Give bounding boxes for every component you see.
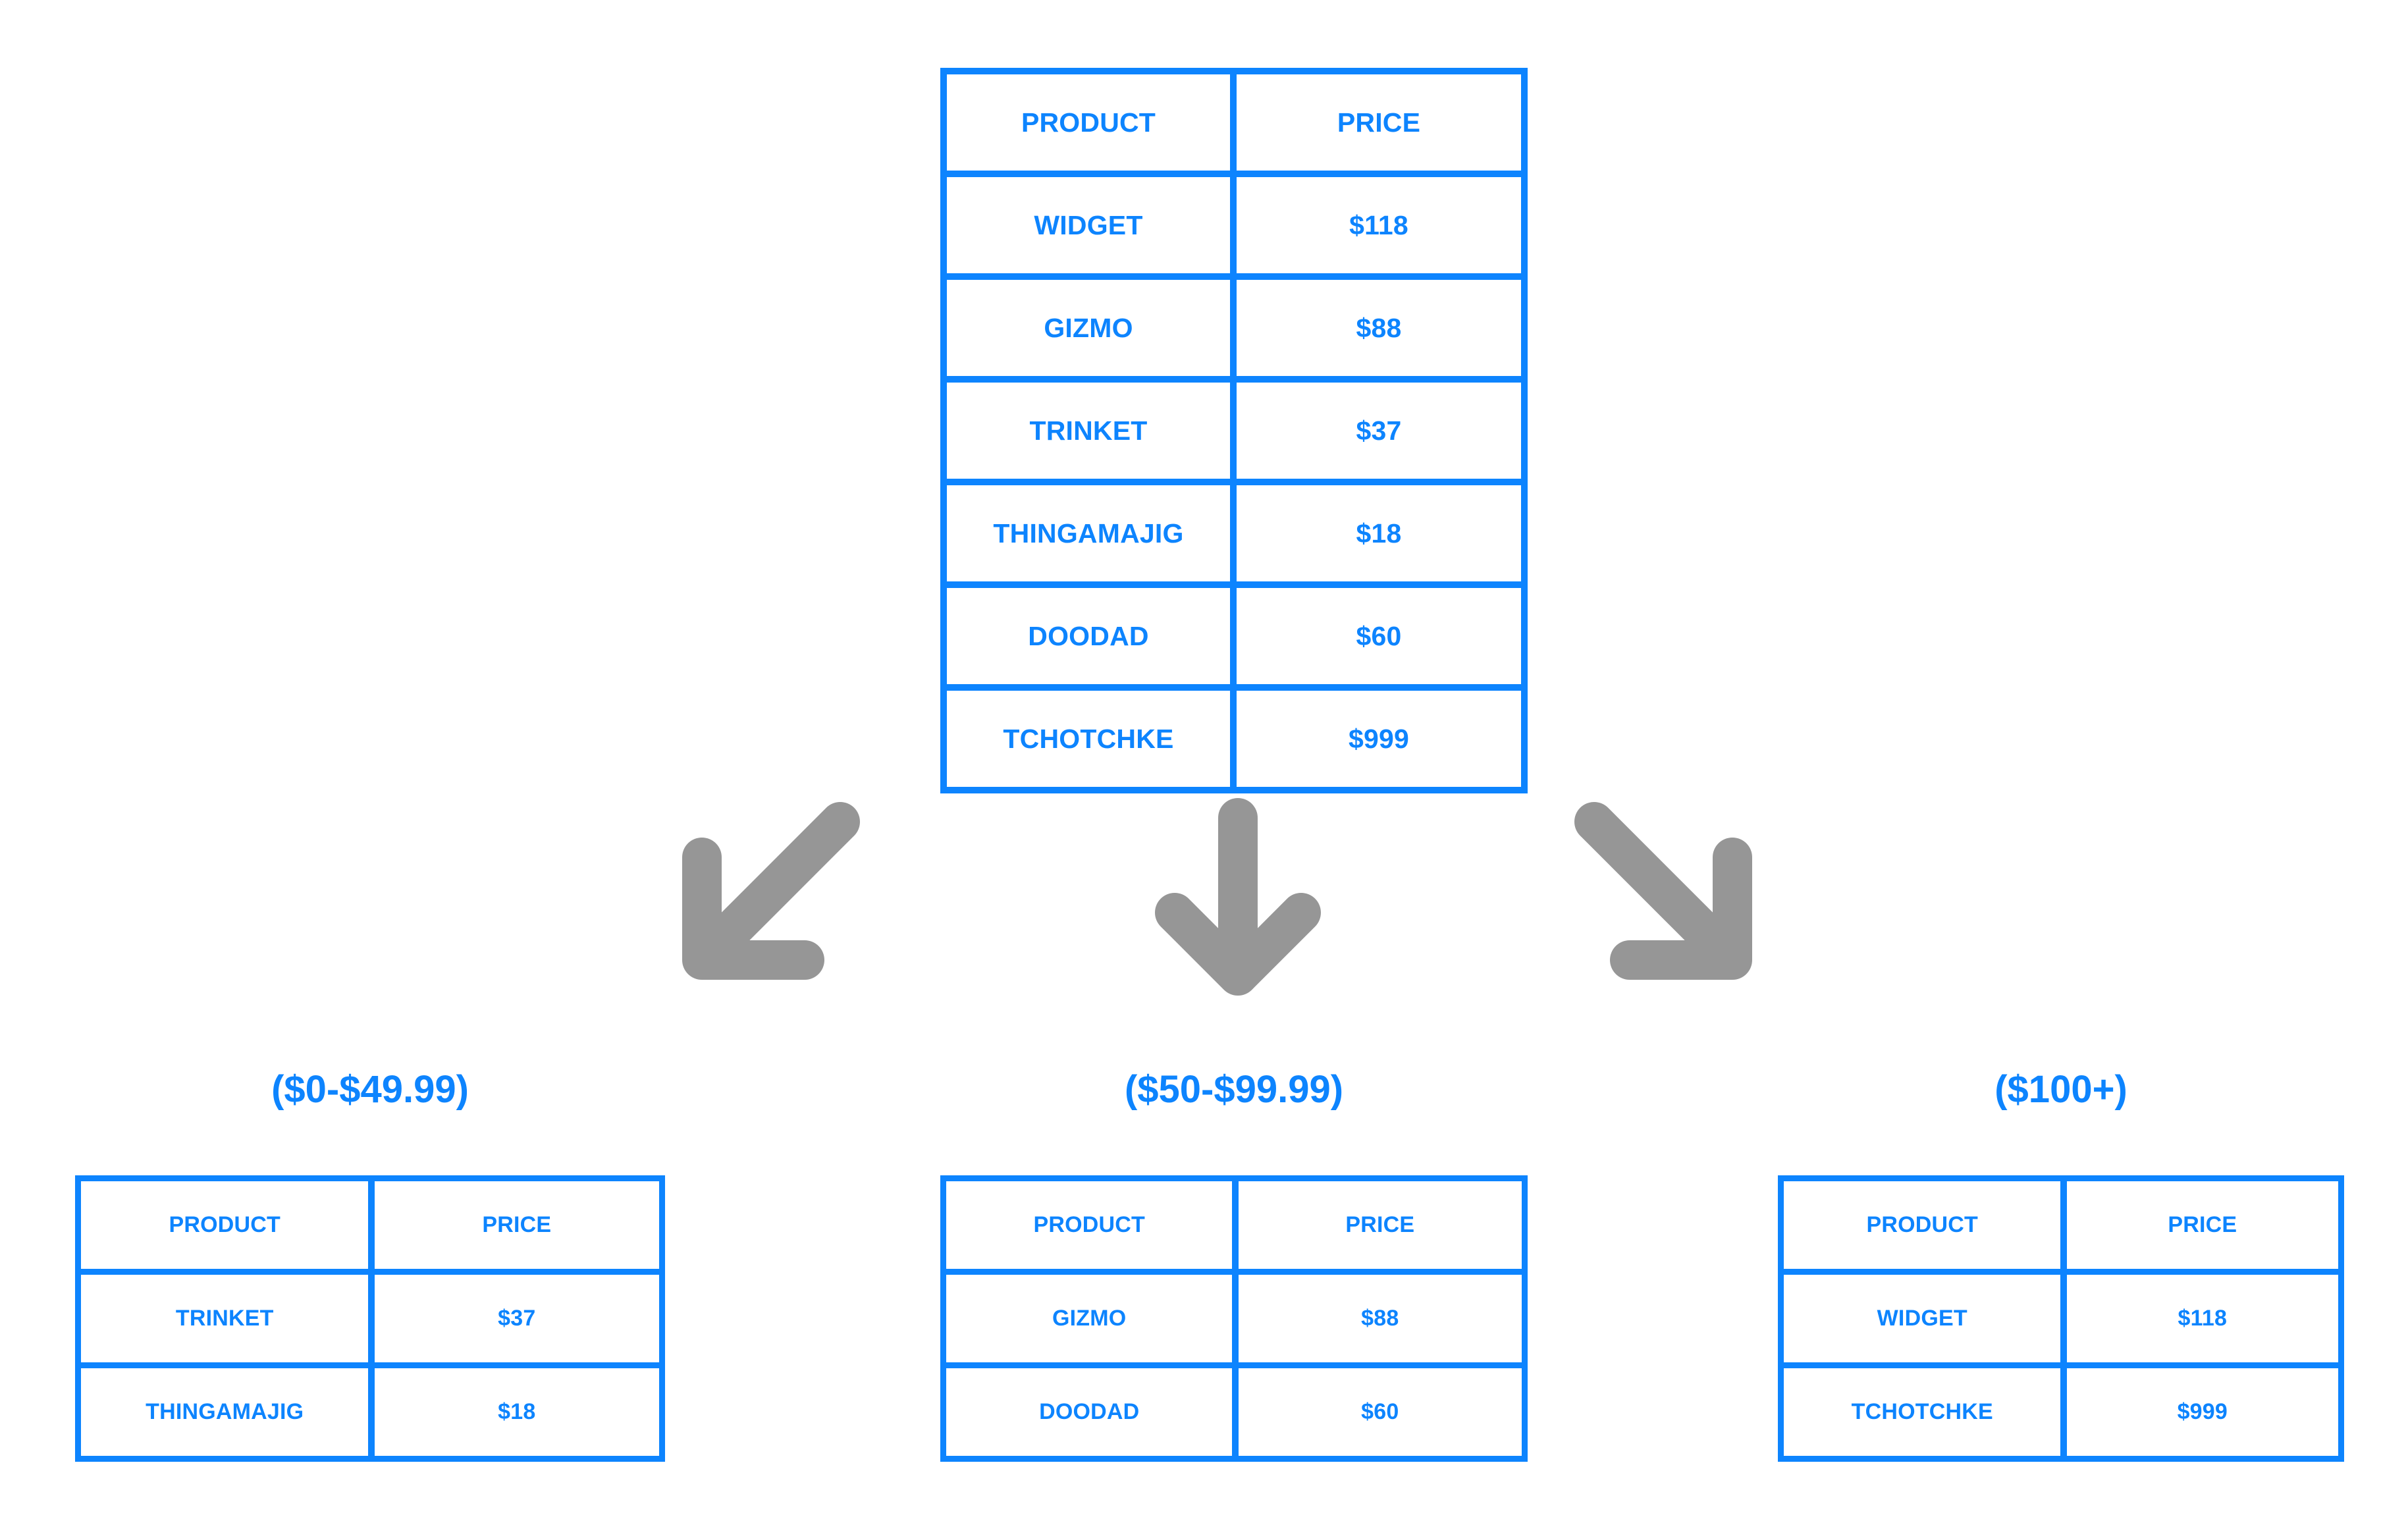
table-row: TCHOTCHKE $999 (947, 691, 1521, 787)
cell-product: TRINKET (81, 1275, 369, 1362)
column-divider (1230, 74, 1237, 171)
column-header-product: PRODUCT (81, 1181, 369, 1269)
row-divider (947, 479, 1521, 485)
arrow-down-left-icon (682, 802, 860, 980)
row-divider (946, 1362, 1522, 1368)
cell-product: DOODAD (946, 1368, 1233, 1456)
cell-product: TCHOTCHKE (947, 691, 1230, 787)
table-row: DOODAD $60 (946, 1368, 1522, 1456)
table-row: TCHOTCHKE $999 (1784, 1368, 2338, 1456)
column-divider (368, 1181, 374, 1269)
table-header-row: PRODUCT PRICE (947, 74, 1521, 171)
column-header-product: PRODUCT (1784, 1181, 2061, 1269)
row-divider (1784, 1269, 2338, 1275)
cell-price: $999 (2066, 1368, 2338, 1456)
column-header-product: PRODUCT (947, 74, 1230, 171)
row-divider (947, 376, 1521, 383)
cell-product: THINGAMAJIG (81, 1368, 369, 1456)
cell-price: $60 (1238, 1368, 1522, 1456)
table-row: THINGAMAJIG $18 (81, 1368, 659, 1456)
column-divider (1230, 280, 1237, 376)
column-divider (2060, 1275, 2066, 1362)
table-row: TRINKET $37 (81, 1275, 659, 1362)
table-row: GIZMO $88 (947, 280, 1521, 376)
column-divider (1230, 588, 1237, 684)
arrow-down-icon (1155, 798, 1321, 996)
cell-price: $88 (1237, 280, 1521, 376)
table-row: DOODAD $60 (947, 588, 1521, 684)
cell-price: $60 (1237, 588, 1521, 684)
cell-product: WIDGET (947, 177, 1230, 273)
cell-product: THINGAMAJIG (947, 485, 1230, 581)
row-divider (81, 1269, 659, 1275)
cell-price: $18 (374, 1368, 659, 1456)
table-row: THINGAMAJIG $18 (947, 485, 1521, 581)
column-divider (368, 1368, 374, 1456)
column-divider (1230, 177, 1237, 273)
row-divider (81, 1362, 659, 1368)
column-divider (2060, 1181, 2066, 1269)
column-divider (368, 1275, 374, 1362)
table-header-row: PRODUCT PRICE (946, 1181, 1522, 1269)
column-divider (1232, 1181, 1238, 1269)
row-divider (947, 171, 1521, 177)
cell-price: $999 (1237, 691, 1521, 787)
cell-price: $37 (374, 1275, 659, 1362)
column-divider (1230, 383, 1237, 479)
bucket-table-mid: PRODUCT PRICE GIZMO $88 DOODAD $60 (940, 1175, 1528, 1462)
column-header-price: PRICE (2066, 1181, 2338, 1269)
table-row: GIZMO $88 (946, 1275, 1522, 1362)
table-row: TRINKET $37 (947, 383, 1521, 479)
cell-product: GIZMO (946, 1275, 1233, 1362)
column-header-price: PRICE (374, 1181, 659, 1269)
cell-product: GIZMO (947, 280, 1230, 376)
row-divider (947, 684, 1521, 691)
bucket-label-high: ($100+) (1994, 1068, 2127, 1111)
cell-price: $118 (2066, 1275, 2338, 1362)
cell-price: $37 (1237, 383, 1521, 479)
row-divider (946, 1269, 1522, 1275)
bucket-label-low: ($0-$49.99) (271, 1068, 469, 1111)
column-divider (2060, 1368, 2066, 1456)
column-divider (1232, 1368, 1238, 1456)
bucket-label-mid: ($50-$99.99) (1124, 1068, 1344, 1111)
cell-product: WIDGET (1784, 1275, 2061, 1362)
cell-product: TRINKET (947, 383, 1230, 479)
table-header-row: PRODUCT PRICE (81, 1181, 659, 1269)
column-divider (1230, 691, 1237, 787)
column-divider (1232, 1275, 1238, 1362)
cell-price: $88 (1238, 1275, 1522, 1362)
column-header-price: PRICE (1238, 1181, 1522, 1269)
bucket-table-high: PRODUCT PRICE WIDGET $118 TCHOTCHKE $999 (1778, 1175, 2344, 1462)
column-header-price: PRICE (1237, 74, 1521, 171)
bucket-table-low: PRODUCT PRICE TRINKET $37 THINGAMAJIG $1… (75, 1175, 665, 1462)
table-row: WIDGET $118 (947, 177, 1521, 273)
table-row: WIDGET $118 (1784, 1275, 2338, 1362)
source-product-price-table: PRODUCT PRICE WIDGET $118 GIZMO $88 TRIN… (940, 68, 1528, 793)
cell-price: $18 (1237, 485, 1521, 581)
cell-product: DOODAD (947, 588, 1230, 684)
row-divider (947, 273, 1521, 280)
arrow-down-right-icon (1574, 802, 1752, 980)
row-divider (947, 581, 1521, 588)
column-divider (1230, 485, 1237, 581)
cell-product: TCHOTCHKE (1784, 1368, 2061, 1456)
cell-price: $118 (1237, 177, 1521, 273)
row-divider (1784, 1362, 2338, 1368)
column-header-product: PRODUCT (946, 1181, 1233, 1269)
table-header-row: PRODUCT PRICE (1784, 1181, 2338, 1269)
